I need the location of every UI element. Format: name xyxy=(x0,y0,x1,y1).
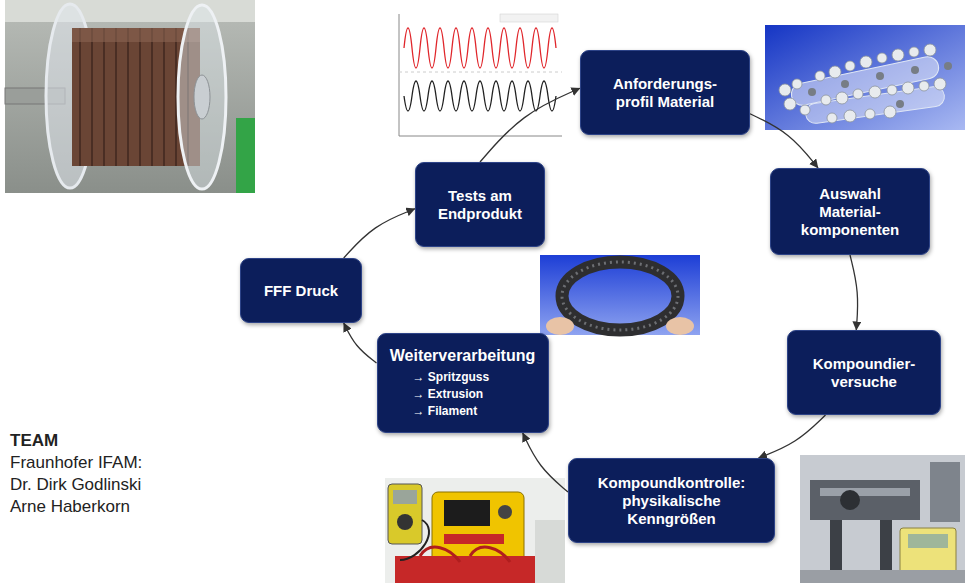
measurement-device-photo xyxy=(385,478,565,583)
cycle-arrow xyxy=(758,415,825,458)
process-box: Tests am Endprodukt xyxy=(415,162,545,247)
box-label: FFF Druck xyxy=(264,282,338,300)
team-heading: TEAM xyxy=(10,430,58,452)
process-item: → Extrusion xyxy=(413,386,513,403)
team-member: Fraunhofer IFAM: xyxy=(10,452,142,474)
process-box: Kompoundkontrolle: physikalische Kenngrö… xyxy=(568,458,775,543)
process-box: Weiterverarbeitung → Spritzguss→ Extrusio… xyxy=(377,333,549,433)
filament-spool-photo xyxy=(5,0,255,193)
cycle-arrow xyxy=(344,323,377,363)
extruder-photo xyxy=(800,455,965,583)
box-label: Tests am Endprodukt xyxy=(428,187,532,223)
granules-photo xyxy=(765,25,965,130)
box-label: Weiterverarbeitung xyxy=(390,346,536,366)
team-member: Arne Haberkorn xyxy=(10,496,130,518)
cycle-arrow xyxy=(344,209,415,258)
process-box: FFF Druck xyxy=(240,258,362,323)
connector-group xyxy=(344,88,858,492)
signal-chart xyxy=(385,8,565,150)
process-item: → Filament xyxy=(413,403,513,420)
box-label: Anforderungs- profil Material xyxy=(601,75,729,111)
process-item: → Spritzguss xyxy=(413,369,513,386)
cycle-arrow xyxy=(480,88,580,162)
process-box: Auswahl Material- komponenten xyxy=(770,168,930,255)
cycle-arrow xyxy=(523,433,568,492)
box-label: Kompoundkontrolle: physikalische Kenngrö… xyxy=(582,474,762,528)
process-box: Anforderungs- profil Material xyxy=(580,50,750,135)
box-label: Kompoundier- versuche xyxy=(800,355,928,391)
team-member: Dr. Dirk Godlinski xyxy=(10,474,141,496)
cycle-arrow xyxy=(750,114,818,168)
box-label: Auswahl Material- komponenten xyxy=(794,185,906,239)
process-box: Kompoundier- versuche xyxy=(787,330,941,415)
cycle-arrow xyxy=(850,255,858,330)
filament-ring-photo xyxy=(540,255,700,335)
